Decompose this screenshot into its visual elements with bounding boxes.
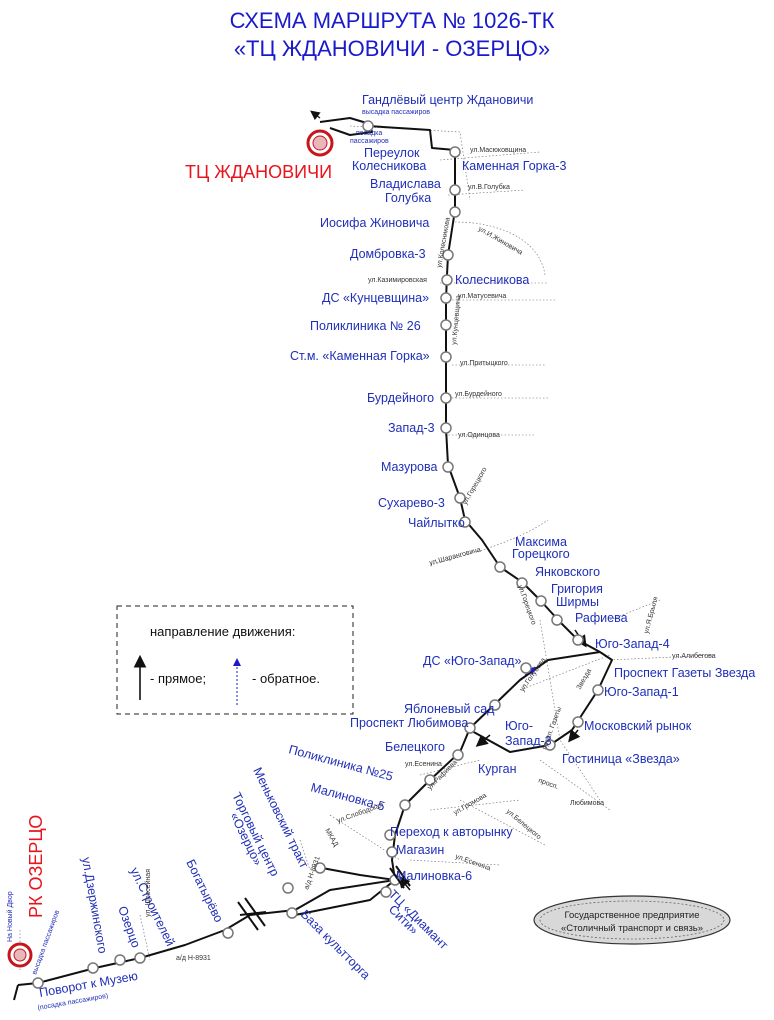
terminal-start-marker <box>306 129 334 157</box>
svg-text:ул.Шаранговича: ул.Шаранговича <box>429 546 482 566</box>
svg-text:ул.Одинцова: ул.Одинцова <box>458 432 500 439</box>
stop-label: Поликлиника № 26 <box>310 319 421 333</box>
stop-label: Бурдейного <box>367 391 434 405</box>
svg-text:Любимова: Любимова <box>570 799 604 807</box>
stop-label: Гандлёвый центр Ждановичи <box>362 93 533 107</box>
legend-forward-label: - прямое; <box>150 671 206 686</box>
stop-label: Курган <box>478 762 517 776</box>
svg-text:высадка пассажиров: высадка пассажиров <box>362 109 430 116</box>
stop-label: ДС «Юго-Запад» <box>423 654 521 668</box>
stop-label: Ширмы <box>556 595 599 609</box>
stop-label: Юго-Запад-4 <box>595 637 670 651</box>
stop-label: Переулок <box>364 146 420 160</box>
stop-label: Московский рынок <box>584 719 692 733</box>
svg-text:просп.: просп. <box>537 777 559 791</box>
svg-text:ул.Алибегова: ул.Алибегова <box>672 652 716 660</box>
stop-label: База культторга <box>298 907 373 982</box>
svg-text:а/д Н-8931: а/д Н-8931 <box>176 955 211 962</box>
stop-label: Ст.м. «Каменная Горка» <box>290 349 430 363</box>
stop-label: Переход к авторынку <box>390 825 513 839</box>
stop-label: Рафиева <box>575 611 628 625</box>
stop-label: Сухарево-3 <box>378 496 445 510</box>
stop-label: Юго- <box>505 719 533 733</box>
svg-text:ул.В.Голубка: ул.В.Голубка <box>468 183 510 191</box>
svg-text:посадка: посадка <box>356 130 382 137</box>
stop-label: Колесникова <box>455 273 529 287</box>
svg-text:ул.Горецкого: ул.Горецкого <box>516 584 537 626</box>
stop-label: ул.Дзержинского <box>79 856 110 954</box>
street-grid <box>19 125 716 970</box>
legend-box: направление движения: - прямое; - обратн… <box>116 605 354 715</box>
stop-label: Запад-3 <box>388 421 435 435</box>
stop-label: Каменная Горка-3 <box>462 159 566 173</box>
svg-text:ул.Есенина: ул.Есенина <box>405 761 442 768</box>
svg-text:высадка пассажиров: высадка пассажиров <box>31 909 61 976</box>
stop-label: Голубка <box>385 191 431 205</box>
stop-label: Проспект Газеты Звезда <box>614 666 755 680</box>
stop-label: Колесникова <box>352 159 426 173</box>
svg-text:пассажиров: пассажиров <box>350 138 389 145</box>
legend-title: направление движения: <box>150 624 295 639</box>
stop-markers <box>32 120 604 989</box>
svg-text:На Новый Двор: На Новый Двор <box>6 891 14 942</box>
svg-text:ул. Шоссейная: ул. Шоссейная <box>144 869 152 917</box>
terminal-start-label: ТЦ ЖДАНОВИЧИ <box>185 162 332 182</box>
stop-label: Иосифа Жиновича <box>320 216 429 230</box>
stop-label: Мазурова <box>381 460 437 474</box>
svg-text:Звезда: Звезда <box>576 668 593 691</box>
stop-label: Домбровка-3 <box>350 247 426 261</box>
stop-label: Поликлиника №25 <box>287 742 394 783</box>
stop-label: Озерцо <box>115 904 143 949</box>
junction-symbol <box>237 865 411 931</box>
stop-label: Максима <box>515 535 567 549</box>
stop-label: Юго-Запад-1 <box>604 685 679 699</box>
stop-label: Чайлытко <box>408 516 465 530</box>
stop-labels-rotated: Поликлиника №25 Малиновка-5 Переход к ав… <box>38 742 513 1000</box>
stop-label: Проспект Любимова <box>350 716 468 730</box>
stop-labels: Гандлёвый центр Ждановичи Переулок Колес… <box>290 93 755 776</box>
title-line-1: СХЕМА МАРШРУТА № 1026-ТК <box>230 8 555 33</box>
stop-label: Богатырёво <box>183 857 225 924</box>
terminal-end-label: РК ОЗЕРЦО <box>26 815 46 918</box>
svg-text:ул.Бурдейного: ул.Бурдейного <box>455 390 502 398</box>
svg-text:ул.Я.Брыля: ул.Я.Брыля <box>643 596 660 634</box>
stop-label: ДС «Кунцевщина» <box>322 291 429 305</box>
stop-label: Владислава <box>370 177 441 191</box>
stop-label: Гостиница «Звезда» <box>562 752 680 766</box>
svg-text:ул.Притыцкого: ул.Притыцкого <box>460 360 508 367</box>
stop-label: Григория <box>551 582 603 596</box>
svg-text:ул.Матусевича: ул.Матусевича <box>458 293 506 300</box>
svg-text:ул.Масюковщина: ул.Масюковщина <box>470 147 526 154</box>
street-labels: ул.Масюковщина ул.В.Голубка ул.Колеснико… <box>144 147 716 962</box>
organization-badge: Государственное предприятие «Столичный т… <box>533 895 731 945</box>
stop-label: Горецкого <box>512 547 570 561</box>
stop-label: Янковского <box>535 565 600 579</box>
terminal-end-marker <box>7 942 33 968</box>
svg-text:ул.Громова: ул.Громова <box>453 792 488 817</box>
svg-text:МКАД: МКАД <box>323 828 339 849</box>
legend-reverse-label: - обратное. <box>252 671 320 686</box>
svg-text:«Столичный транспорт и связь»: «Столичный транспорт и связь» <box>561 923 703 934</box>
svg-text:ул.Голубева: ул.Голубева <box>518 656 547 693</box>
svg-text:ул.Горецкого: ул.Горецкого <box>462 466 489 506</box>
stop-label: Белецкого <box>385 740 445 754</box>
svg-text:ул.Кунцевщина: ул.Кунцевщина <box>451 295 462 345</box>
stop-label: Яблоневый сад <box>404 702 495 716</box>
title-line-2: «ТЦ ЖДАНОВИЧИ - ОЗЕРЦО» <box>234 36 550 61</box>
svg-text:ул.Казимировская: ул.Казимировская <box>368 277 427 284</box>
direction-arrows <box>310 110 587 891</box>
svg-text:Государственное предприятие: Государственное предприятие <box>565 910 700 921</box>
svg-text:ул.И.Жиновича: ул.И.Жиновича <box>477 226 524 257</box>
stop-label: Малиновка-6 <box>396 869 472 883</box>
stop-label: Магазин <box>396 843 444 857</box>
stop-label: Запад-3 <box>505 734 552 748</box>
